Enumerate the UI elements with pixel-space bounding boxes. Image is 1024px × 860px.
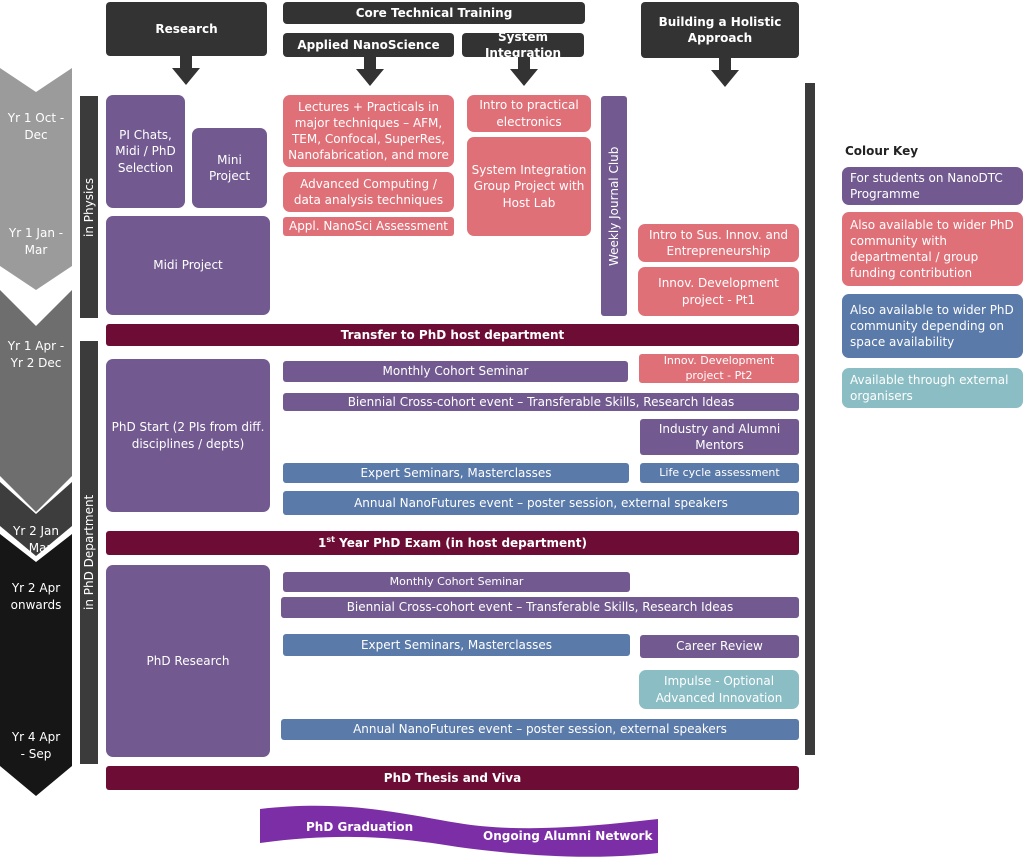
phd-research-box: PhD Research bbox=[106, 565, 270, 757]
advanced-computing-box: Advanced Computing / data analysis techn… bbox=[283, 172, 454, 212]
phase-phd-department-bar: in PhD Department bbox=[80, 341, 98, 764]
alumni-network-label: Ongoing Alumni Network bbox=[483, 829, 653, 843]
arrow-down-icon bbox=[711, 58, 739, 87]
first-year-exam-milestone: 1st Year PhD Exam (in host department) bbox=[106, 531, 799, 555]
chevron-yr1-apr bbox=[0, 290, 72, 512]
weekly-journal-club-bar: Weekly Journal Club bbox=[601, 96, 627, 316]
transfer-milestone: Transfer to PhD host department bbox=[106, 324, 799, 346]
timeline-label-yr1-oct: Yr 1 Oct -Dec bbox=[7, 111, 65, 142]
header-applied-nanoscience: Applied NanoScience bbox=[283, 33, 454, 57]
header-system-integration: System Integration bbox=[462, 30, 584, 60]
colour-key-title: Colour Key bbox=[845, 144, 919, 158]
innov-pt2-box: Innov. Development project - Pt2 bbox=[639, 354, 799, 383]
sus-innov-box: Intro to Sus. Innov. and Entrepreneurshi… bbox=[638, 224, 799, 262]
right-divider-bar bbox=[805, 83, 815, 755]
career-review-box: Career Review bbox=[640, 635, 799, 658]
thesis-viva-milestone: PhD Thesis and Viva bbox=[106, 766, 799, 790]
annual-nanofutures-1: Annual NanoFutures event – poster sessio… bbox=[283, 491, 799, 515]
phase-physics-bar: in Physics bbox=[80, 96, 98, 318]
lectures-practicals-box: Lectures + Practicals in major technique… bbox=[283, 95, 454, 167]
colour-key-item-teal: Available through external organisers bbox=[842, 368, 1023, 408]
practical-electronics-box: Intro to practical electronics bbox=[467, 95, 591, 132]
system-integration-project-box: System Integration Group Project with Ho… bbox=[467, 137, 591, 236]
arrow-down-icon bbox=[510, 57, 538, 86]
timeline-label-yr1-apr: Yr 1 Apr -Yr 2 Dec bbox=[7, 339, 65, 370]
impulse-box: Impulse - Optional Advanced Innovation bbox=[639, 670, 799, 709]
lifecycle-assessment-box: Life cycle assessment bbox=[640, 463, 799, 483]
colour-key-item-pink: Also available to wider PhD community wi… bbox=[842, 212, 1023, 286]
header-core-training: Core Technical Training bbox=[283, 2, 585, 24]
mentors-box: Industry and Alumni Mentors bbox=[640, 419, 799, 455]
timeline-label-yr4-apr: Yr 4 Apr- Sep bbox=[11, 730, 61, 761]
biennial-event-1: Biennial Cross-cohort event – Transferab… bbox=[283, 393, 799, 411]
phd-start-box: PhD Start (2 PIs from diff. disciplines … bbox=[106, 359, 270, 512]
phd-graduation-label: PhD Graduation bbox=[306, 820, 414, 834]
arrow-down-icon bbox=[172, 56, 200, 85]
pi-chats-box: PI Chats, Midi / PhD Selection bbox=[106, 95, 185, 208]
biennial-event-2: Biennial Cross-cohort event – Transferab… bbox=[281, 597, 799, 618]
midi-project-box: Midi Project bbox=[106, 216, 270, 315]
timeline-label-yr2-jan: Yr 2 Jan- Mar bbox=[12, 524, 60, 555]
arrow-down-icon bbox=[356, 57, 384, 86]
timeline-chevrons bbox=[0, 68, 72, 796]
chevron-yr2-apr bbox=[0, 534, 72, 796]
timeline-label-yr1-jan: Yr 1 Jan -Mar bbox=[8, 226, 64, 257]
monthly-cohort-seminar-2: Monthly Cohort Seminar bbox=[283, 572, 630, 592]
chevron-yr1-oct bbox=[0, 68, 72, 290]
header-research: Research bbox=[106, 2, 267, 56]
mini-project-box: Mini Project bbox=[192, 128, 267, 208]
innov-pt1-box: Innov. Development project - Pt1 bbox=[638, 267, 799, 316]
annual-nanofutures-2: Annual NanoFutures event – poster sessio… bbox=[281, 719, 799, 740]
graduation-banner bbox=[260, 805, 658, 857]
expert-seminars-1: Expert Seminars, Masterclasses bbox=[283, 463, 629, 483]
colour-key-item-blue: Also available to wider PhD community de… bbox=[842, 294, 1023, 358]
header-holistic-approach: Building a Holistic Approach bbox=[641, 2, 799, 58]
appl-nanosci-assessment-box: Appl. NanoSci Assessment bbox=[283, 217, 454, 236]
chevron-yr2-jan bbox=[0, 482, 72, 556]
expert-seminars-2: Expert Seminars, Masterclasses bbox=[283, 634, 630, 656]
colour-key-item-purple: For students on NanoDTC Programme bbox=[842, 167, 1023, 205]
monthly-cohort-seminar-1: Monthly Cohort Seminar bbox=[283, 361, 628, 382]
